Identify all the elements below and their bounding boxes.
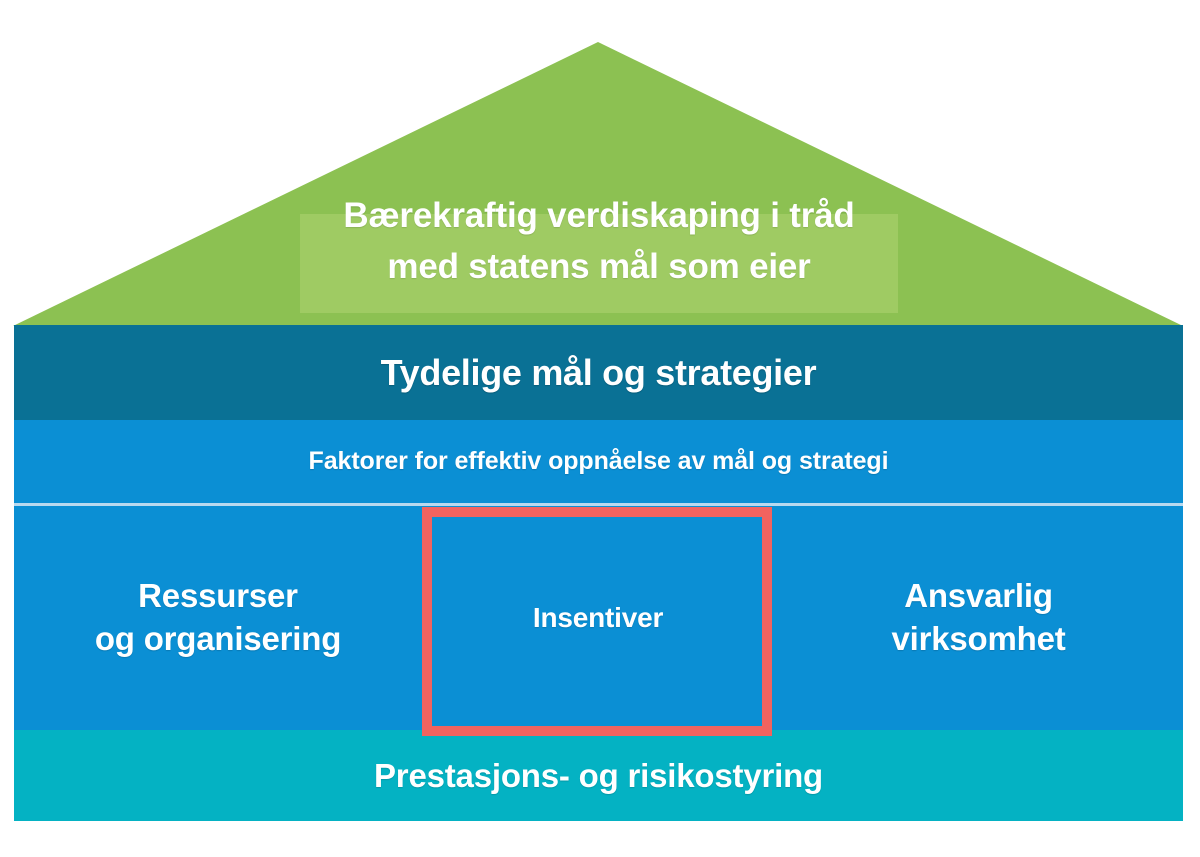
roof-label-line1: Bærekraftig verdiskaping i tråd [343, 196, 855, 235]
pillar-row: Ressurser og organisering Insentiver Ans… [14, 506, 1183, 730]
band-factors: Faktorer for effektiv oppnåelse av mål o… [14, 420, 1183, 503]
pillar-responsible-business[interactable]: Ansvarlig virksomhet [774, 506, 1183, 730]
roof-shape: Bærekraftig verdiskaping i tråd med stat… [0, 0, 1200, 330]
band-goals: Tydelige mål og strategier [14, 325, 1183, 420]
band-goals-label: Tydelige mål og strategier [380, 351, 817, 393]
band-base: Prestasjons- og risikostyring [14, 730, 1183, 821]
pillar-resources-label-line2: og organisering [94, 620, 342, 657]
roof-text-backdrop [300, 214, 898, 313]
band-base-label: Prestasjons- og risikostyring [374, 756, 823, 794]
roof-label: Bærekraftig verdiskaping i tråd med stat… [300, 190, 898, 292]
pillar-responsible-business-label: Ansvarlig virksomhet [891, 575, 1065, 661]
house-body: Tydelige mål og strategier Faktorer for … [14, 325, 1183, 821]
pillar-resources[interactable]: Ressurser og organisering [14, 506, 422, 730]
pillar-responsible-business-label-line2: virksomhet [891, 620, 1066, 657]
pillar-resources-label-line1: Ressurser [138, 577, 298, 615]
roof-label-line2: med statens mål som eier [387, 247, 811, 287]
pillar-incentives-label: Insentiver [532, 601, 664, 633]
pillar-incentives[interactable]: Insentiver [422, 506, 774, 730]
pillar-resources-label: Ressurser og organisering [94, 575, 342, 661]
band-divider [14, 503, 1183, 506]
pillar-responsible-business-label-line1: Ansvarlig [904, 577, 1053, 615]
band-factors-label: Faktorer for effektiv oppnåelse av mål o… [308, 447, 889, 475]
